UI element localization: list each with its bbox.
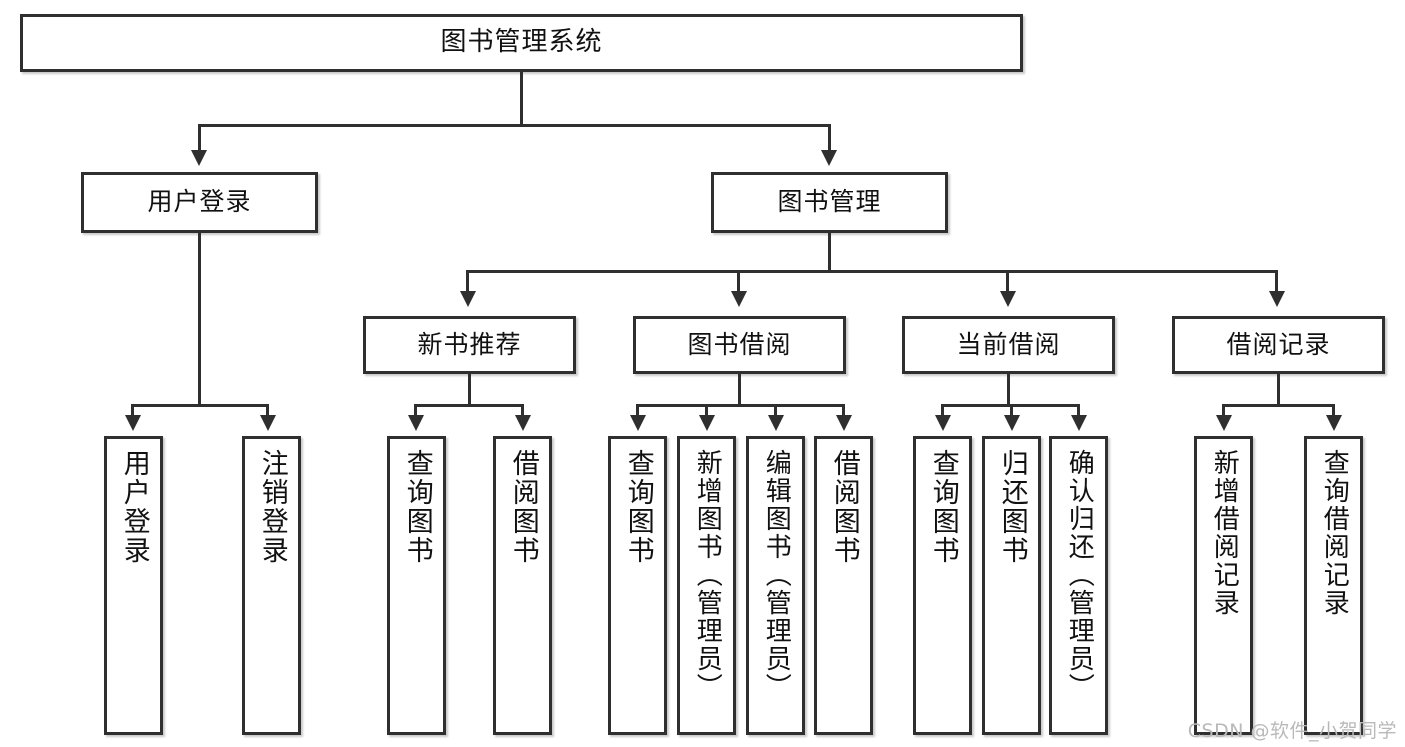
leaf-borrow-book-2[interactable]: 借阅图书 [814,436,873,735]
arrow-to-leaf-confirm-return [1071,415,1087,431]
node-label: 借阅图书 [828,449,860,565]
connector-root-bus [198,124,831,127]
arrow-to-leaf-add-record [1216,415,1232,431]
connector-level3-drop-4 [1275,270,1278,293]
connector-new-book-bus [414,404,524,407]
arrow-to-leaf-user-login [125,415,141,431]
node-new-book-recommend[interactable]: 新书推荐 [363,316,576,374]
connector-borrow-record-bus [1222,404,1335,407]
arrow-to-user-login [191,150,207,166]
connector-book-borrow-drop-1 [636,404,639,417]
node-label: 新增借阅记录 [1209,449,1240,617]
leaf-confirm-return[interactable]: 确认归还（管理员） [1049,436,1108,735]
connector-user-login-stem [198,233,201,406]
leaf-user-login[interactable]: 用户登录 [104,436,163,735]
arrow-to-leaf-return-book [1004,415,1020,431]
node-borrow-record[interactable]: 借阅记录 [1172,316,1385,374]
connector-user-login-drop-2 [266,404,269,417]
arrow-to-leaf-query-record [1326,415,1342,431]
connector-root-to-user-login [198,124,201,152]
node-current-borrow[interactable]: 当前借阅 [902,316,1115,374]
node-label: 查询图书 [927,449,959,565]
leaf-return-book[interactable]: 归还图书 [982,436,1041,735]
connector-level3-drop-1 [466,270,469,293]
connector-level3-bus [466,270,1278,273]
arrow-to-leaf-logout [260,415,276,431]
connector-book-borrow-stem [738,374,741,406]
node-label: 查询借阅记录 [1319,449,1350,617]
connector-new-book-drop-2 [521,404,524,417]
node-label: 图书管理系统 [440,27,603,58]
arrow-to-leaf-edit-book [768,415,784,431]
connector-current-borrow-drop-1 [941,404,944,417]
node-label: 新增图书（管理员） [692,449,723,701]
arrow-to-leaf-borrow-book-2 [836,415,852,431]
connector-book-borrow-drop-3 [774,404,777,417]
arrow-to-leaf-add-book [699,415,715,431]
connector-user-login-drop-1 [131,404,134,417]
node-label: 编辑图书（管理员） [761,449,792,701]
node-label: 图书借阅 [687,329,792,359]
node-label: 借阅图书 [507,449,539,565]
connector-level3-drop-3 [1006,270,1009,293]
leaf-query-book-2[interactable]: 查询图书 [608,436,667,735]
connector-new-book-drop-1 [414,404,417,417]
connector-new-book-stem [468,374,471,406]
leaf-add-book[interactable]: 新增图书（管理员） [677,436,736,735]
leaf-logout[interactable]: 注销登录 [242,436,301,735]
node-label: 查询图书 [401,449,433,565]
arrow-to-leaf-borrow-book-1 [515,415,531,431]
connector-book-borrow-drop-2 [705,404,708,417]
node-label: 借阅记录 [1226,329,1331,359]
connector-root-stem [520,72,523,126]
node-book-management[interactable]: 图书管理 [711,172,948,233]
connector-borrow-record-drop-1 [1222,404,1225,417]
node-label: 注销登录 [256,449,288,565]
connector-book-borrow-bus [636,404,844,407]
connector-book-management-stem [828,233,831,272]
node-user-login[interactable]: 用户登录 [81,172,318,233]
connector-current-borrow-stem [1007,374,1010,406]
node-label: 用户登录 [118,449,150,565]
arrow-to-borrow-record [1269,291,1285,307]
connector-book-borrow-drop-4 [842,404,845,417]
node-label: 图书管理 [777,187,882,217]
arrow-to-book-management [821,150,837,166]
arrow-to-leaf-query-book-2 [630,415,646,431]
connector-borrow-record-stem [1277,374,1280,406]
connector-borrow-record-drop-2 [1332,404,1335,417]
connector-current-borrow-drop-2 [1010,404,1013,417]
node-book-borrow[interactable]: 图书借阅 [633,316,846,374]
connector-root-to-book-management [828,124,831,152]
node-label: 当前借阅 [956,329,1061,359]
arrow-to-book-borrow [731,291,747,307]
connector-current-borrow-drop-3 [1077,404,1080,417]
node-label: 确认归还（管理员） [1064,449,1095,701]
connector-level3-drop-2 [737,270,740,293]
node-label: 归还图书 [996,449,1028,565]
arrow-to-leaf-query-book-1 [408,415,424,431]
arrow-to-new-book-recommend [460,291,476,307]
node-label: 用户登录 [147,187,252,217]
node-root-system[interactable]: 图书管理系统 [20,14,1023,72]
node-label: 查询图书 [622,449,654,565]
arrow-to-current-borrow [1000,291,1016,307]
connector-user-login-bus [131,404,268,407]
leaf-edit-book[interactable]: 编辑图书（管理员） [746,436,805,735]
leaf-add-record[interactable]: 新增借阅记录 [1194,436,1253,735]
leaf-borrow-book-1[interactable]: 借阅图书 [493,436,552,735]
leaf-query-record[interactable]: 查询借阅记录 [1304,436,1363,735]
watermark: CSDN @软件_小贺同学 [1187,720,1397,742]
arrow-to-leaf-query-book-3 [935,415,951,431]
leaf-query-book-3[interactable]: 查询图书 [913,436,972,735]
leaf-query-book-1[interactable]: 查询图书 [387,436,446,735]
node-label: 新书推荐 [417,329,522,359]
